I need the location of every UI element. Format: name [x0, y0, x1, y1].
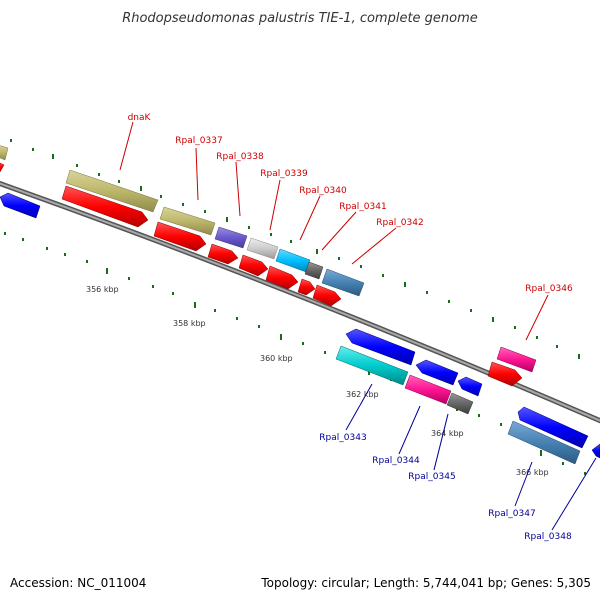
map-title: Rhodopseudomonas palustris TIE-1, comple… [122, 11, 478, 26]
gene-feature-rpal-0343[interactable] [335, 345, 409, 386]
leader-line-rpal-0348 [551, 457, 597, 531]
gene-feature[interactable] [0, 145, 9, 161]
tick-label-356kbp: 356 kbp [86, 285, 119, 294]
reverse-gene-labels [345, 383, 597, 531]
tick-label-366kbp: 366 kbp [516, 468, 549, 477]
gene-label-rpal-0345[interactable]: Rpal_0345 [408, 472, 455, 482]
leader-line-dnaK [119, 121, 134, 171]
leader-line-rpal-0347 [514, 461, 533, 507]
forward-gene-label-text: dnaK Rpal_0337 Rpal_0338 Rpal_0339 Rpal_… [128, 113, 573, 294]
gene-label-dnaK[interactable]: dnaK [128, 113, 152, 123]
top-row-features [0, 145, 537, 373]
cds-forward-row [0, 162, 523, 387]
outer-tick-ring [10, 139, 580, 359]
gene-feature-rpal-0338[interactable] [214, 226, 248, 249]
reverse-gene-label-text: Rpal_0343 Rpal_0344 Rpal_0345 Rpal_0347 … [319, 433, 572, 542]
cds-reverse-rpal-0348[interactable] [591, 443, 600, 459]
leader-line-rpal-0339 [269, 179, 281, 231]
gene-feature-rpal-0347[interactable] [507, 420, 581, 465]
gene-feature-rpal-0339[interactable] [246, 237, 279, 260]
leader-line-rpal-0343 [345, 383, 373, 431]
gene-label-rpal-0346[interactable]: Rpal_0346 [525, 284, 573, 294]
gene-label-rpal-0347[interactable]: Rpal_0347 [488, 509, 535, 519]
leader-line-rpal-0338 [235, 161, 241, 217]
gene-feature-rpal-0344[interactable] [404, 374, 452, 405]
gene-feature-rpal-0340[interactable] [275, 248, 311, 273]
cds-reverse-rpal-0345[interactable] [457, 376, 483, 397]
leader-line-rpal-0341 [321, 211, 357, 251]
leader-line-rpal-0342 [351, 227, 397, 265]
gene-feature-rpal-0341[interactable] [304, 261, 324, 280]
gene-feature-rpal-0342[interactable] [321, 268, 365, 297]
tick-label-360kbp: 360 kbp [260, 354, 293, 363]
cds-feature-rpal-0341[interactable] [297, 278, 316, 296]
gene-feature-rpal-0345[interactable] [446, 392, 474, 415]
gene-feature-rpal-0346[interactable] [496, 346, 537, 373]
cds-reverse-feature[interactable] [0, 192, 41, 219]
gene-label-rpal-0343[interactable]: Rpal_0343 [319, 433, 366, 443]
gene-label-rpal-0344[interactable]: Rpal_0344 [372, 456, 420, 466]
genome-backbone-highlight [0, 182, 600, 422]
forward-gene-labels [119, 121, 549, 341]
cds-feature-rpal-0342[interactable] [312, 284, 342, 307]
gene-label-rpal-0348[interactable]: Rpal_0348 [524, 532, 572, 542]
cds-reverse-row [0, 192, 600, 459]
cds-feature-rpal-0337[interactable] [153, 221, 207, 252]
leader-line-rpal-0346 [525, 294, 549, 341]
cds-reverse-rpal-0347[interactable] [517, 406, 589, 449]
cds-feature-rpal-0339[interactable] [238, 254, 269, 277]
cds-feature-rpal-0340[interactable] [265, 265, 299, 290]
gene-label-rpal-0338[interactable]: Rpal_0338 [216, 152, 264, 162]
gene-label-rpal-0337[interactable]: Rpal_0337 [175, 136, 222, 146]
cds-reverse-rpal-0344[interactable] [415, 359, 459, 386]
leader-line-rpal-0340 [299, 195, 321, 241]
cds-feature-rpal-0338[interactable] [207, 243, 239, 265]
cds-reverse-rpal-0343[interactable] [345, 328, 416, 366]
tick-label-358kbp: 358 kbp [173, 319, 206, 328]
gene-feature-rpal-0337[interactable] [159, 206, 216, 236]
gene-feature-dnaK[interactable] [65, 169, 159, 213]
cds-feature-dnaK[interactable] [61, 185, 149, 228]
gene-label-rpal-0342[interactable]: Rpal_0342 [376, 218, 423, 228]
leader-line-rpal-0337 [195, 147, 199, 201]
cds-feature-rpal-0346[interactable] [487, 361, 523, 387]
tick-label-362kbp: 362 kbp [346, 390, 379, 399]
genome-summary-text: Topology: circular; Length: 5,744,041 bp… [260, 576, 591, 590]
leader-line-rpal-0345 [433, 413, 449, 471]
leader-line-rpal-0344 [398, 405, 421, 455]
gene-label-rpal-0340[interactable]: Rpal_0340 [299, 186, 347, 196]
reverse-colored-row [335, 345, 581, 465]
accession-text: Accession: NC_011004 [10, 576, 146, 590]
cds-feature[interactable] [0, 162, 5, 173]
gene-label-rpal-0339[interactable]: Rpal_0339 [260, 169, 308, 179]
tick-label-364kbp: 364 kbp [431, 429, 464, 438]
gene-label-rpal-0341[interactable]: Rpal_0341 [339, 202, 386, 212]
